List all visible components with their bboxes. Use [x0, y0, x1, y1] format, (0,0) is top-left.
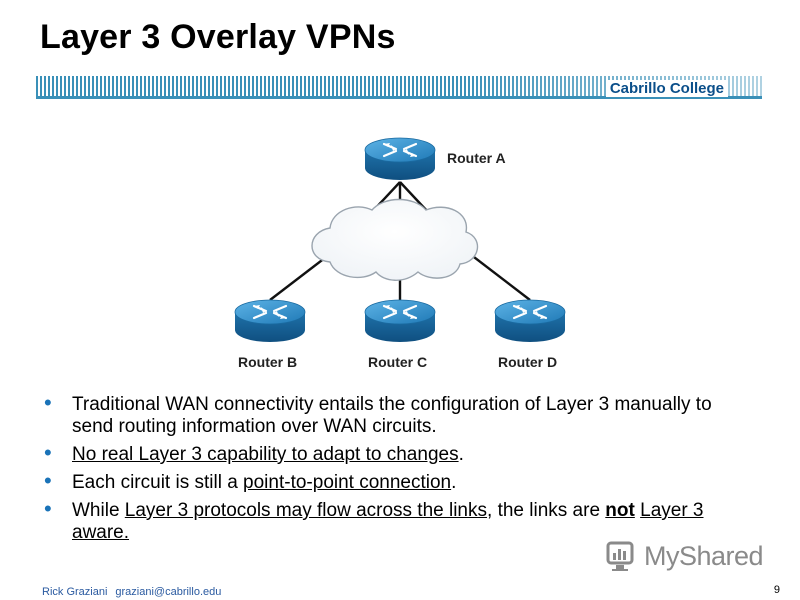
college-name: Cabrillo College — [605, 80, 728, 97]
router-c-icon — [363, 298, 437, 344]
bullet-item: Traditional WAN connectivity entails the… — [42, 392, 742, 438]
slide-title: Layer 3 Overlay VPNs — [40, 18, 396, 56]
myshared-logo-icon — [606, 541, 634, 571]
router-b-icon — [233, 298, 307, 344]
page-number: 9 — [773, 584, 780, 596]
bullet-item: No real Layer 3 capability to adapt to c… — [42, 442, 742, 466]
bullet-item: Each circuit is still a point-to-point c… — [42, 470, 742, 494]
router-b-label: Router B — [238, 354, 298, 370]
cloud-icon — [311, 198, 478, 281]
router-d-icon — [493, 298, 567, 344]
footer-email: graziani@cabrillo.edu — [115, 586, 222, 598]
router-d-label: Router D — [498, 354, 558, 370]
header-rule — [36, 96, 762, 99]
footer-credit: Rick Graziani graziani@cabrillo.edu — [42, 586, 229, 598]
footer-author: Rick Graziani — [42, 586, 108, 598]
watermark: MyShared — [606, 538, 764, 574]
router-a-icon — [363, 136, 437, 182]
bullet-list: Traditional WAN connectivity entails the… — [42, 392, 742, 550]
watermark-text: MyShared — [644, 540, 764, 571]
router-c-label: Router C — [368, 354, 428, 370]
router-a-label: Router A — [447, 150, 506, 166]
bullet-item: While Layer 3 protocols may flow across … — [42, 498, 742, 544]
